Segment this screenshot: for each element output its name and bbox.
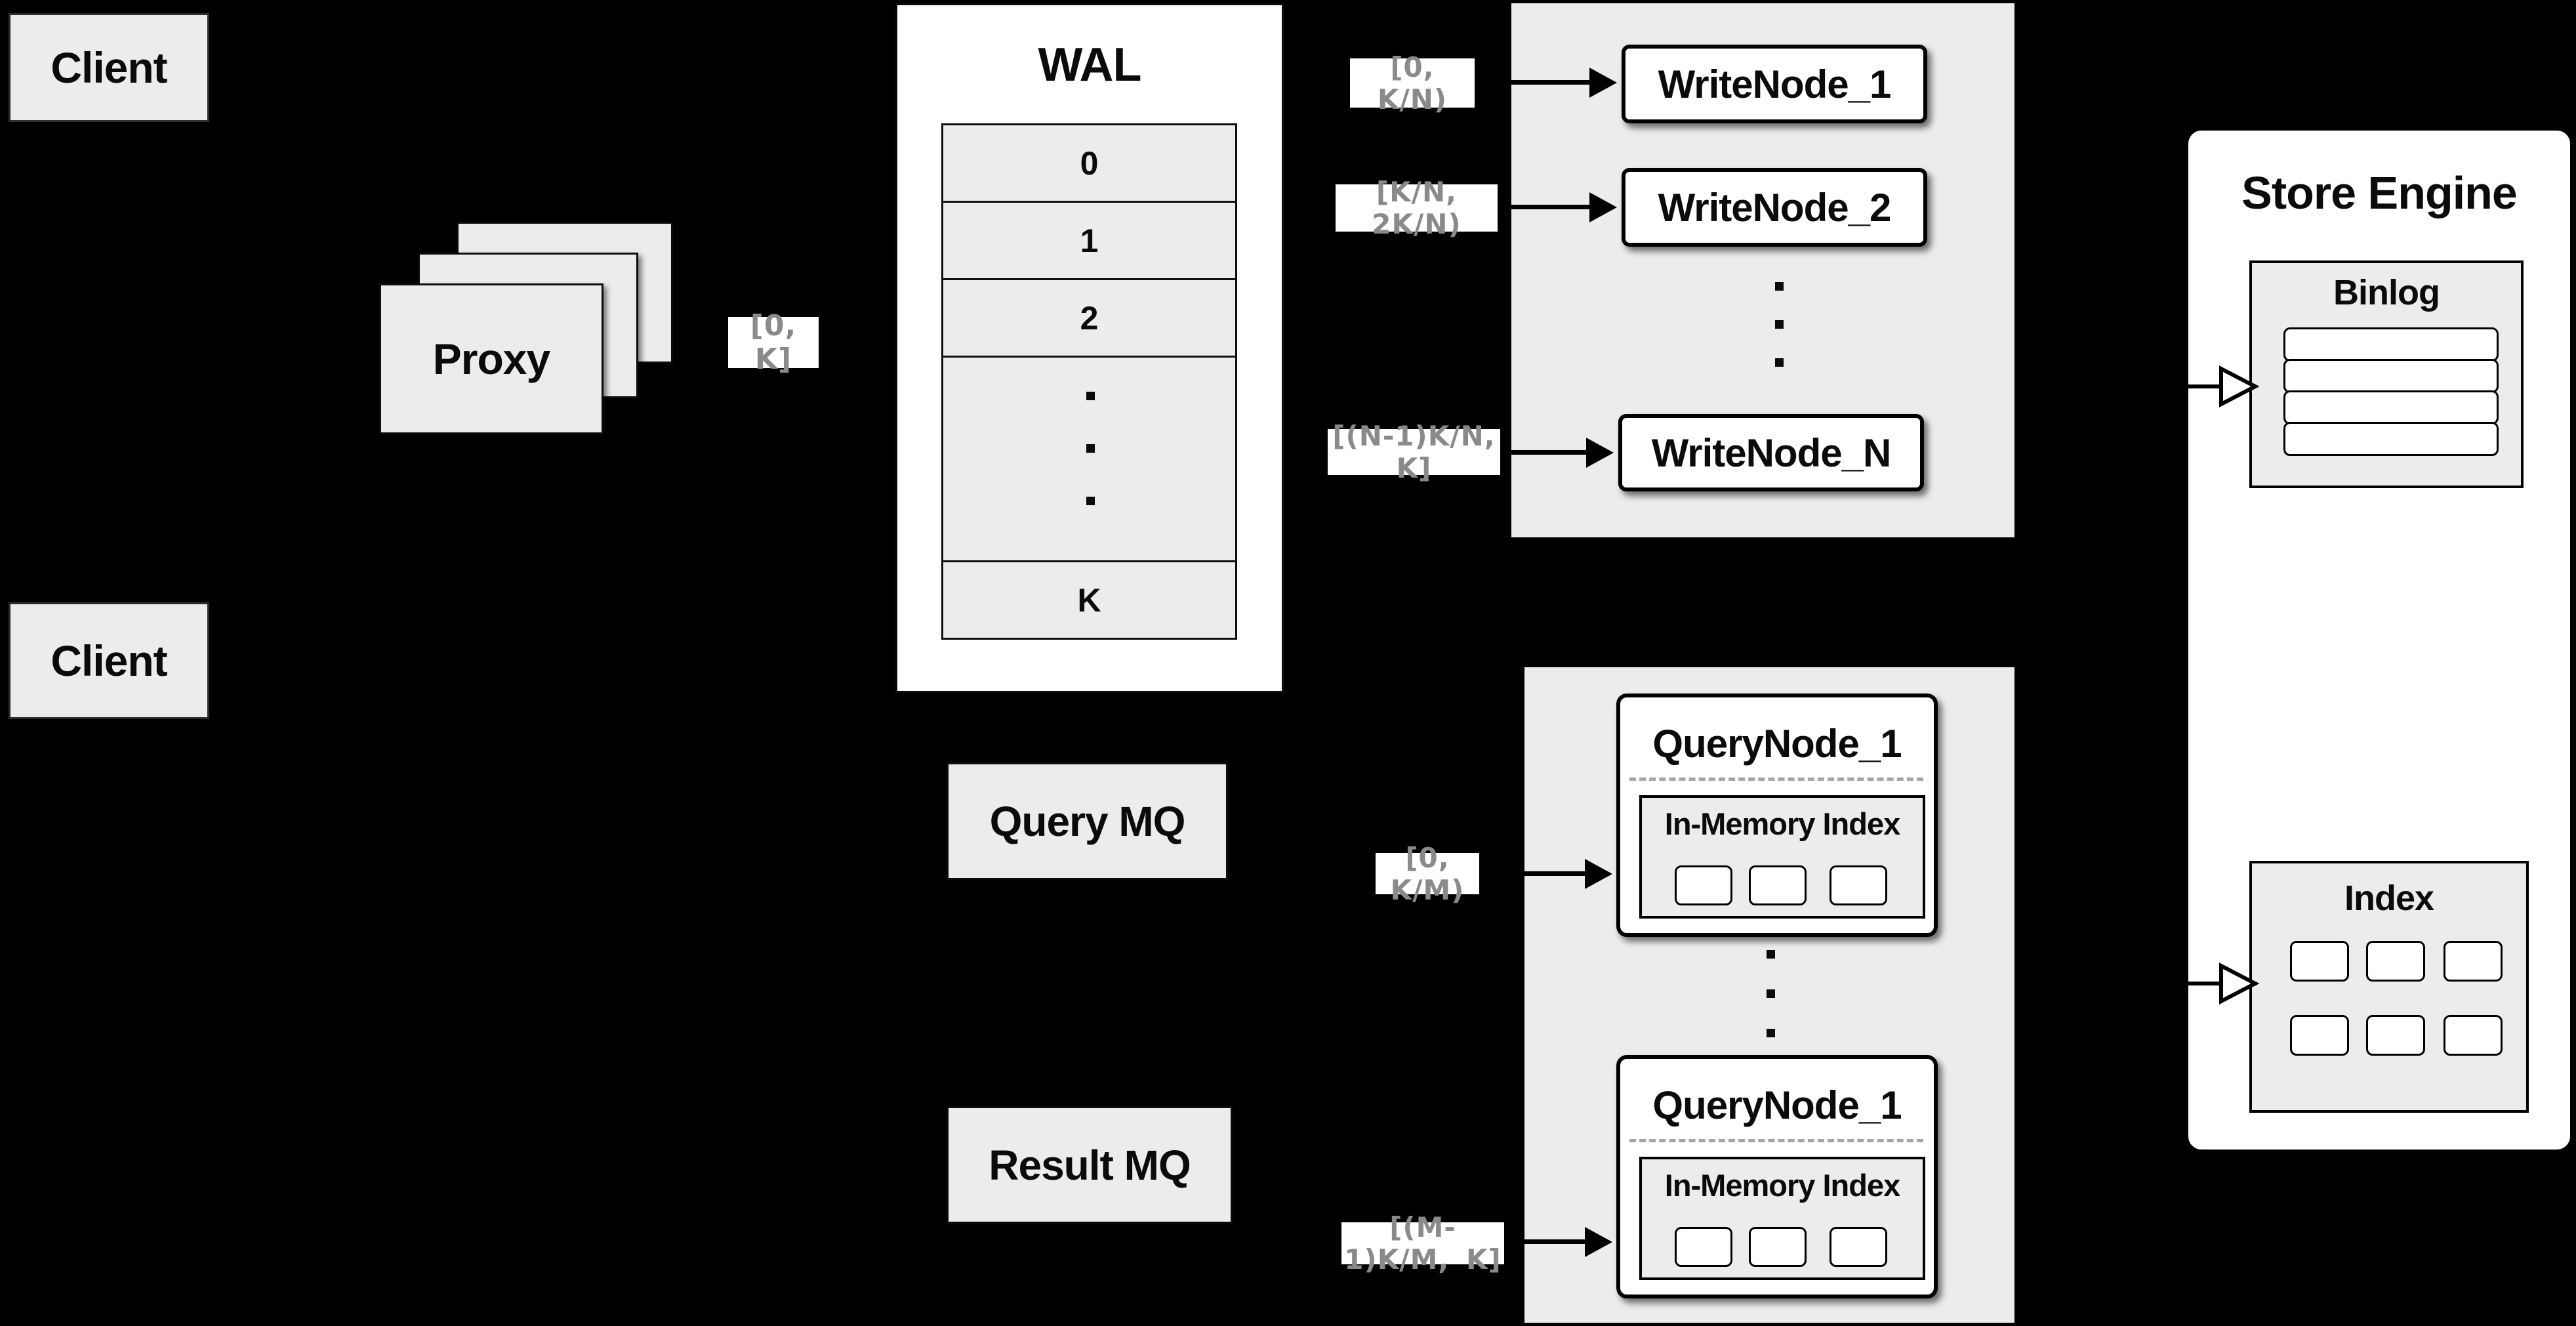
- index-cell: [2443, 941, 2503, 982]
- in-memory-index-title: In-Memory Index: [1664, 1168, 1900, 1203]
- query-mq-box: Query MQ: [947, 762, 1228, 880]
- wal-table: 0 1 2 K: [941, 123, 1237, 640]
- arrowhead-icon: [1589, 68, 1617, 98]
- binlog-row: [2283, 327, 2499, 362]
- writenode-1-box: WriteNode_1: [1622, 45, 1927, 123]
- arrowhead-icon: [1585, 859, 1612, 889]
- wal-title: WAL: [1038, 39, 1142, 91]
- range-label-write-2: [K/N, 2K/N): [1336, 176, 1498, 240]
- writenode-2-box: WriteNode_2: [1622, 168, 1927, 247]
- wal-row-1: 1: [941, 201, 1237, 280]
- open-arrow-binlog-icon: [2187, 365, 2260, 407]
- store-engine-title: Store Engine: [2241, 167, 2518, 218]
- memory-cell: [1675, 865, 1732, 905]
- writenode-2-label: WriteNode_2: [1658, 185, 1892, 230]
- memory-cell: [1830, 1227, 1887, 1267]
- store-engine-box: Store Engine Binlog Index: [2186, 128, 2573, 1152]
- index-cell: [2366, 941, 2425, 982]
- open-arrow-index-icon: [2187, 963, 2260, 1005]
- binlog-title: Binlog: [2333, 273, 2440, 312]
- client-top-label: Client: [51, 43, 167, 92]
- binlog-row: [2283, 359, 2499, 393]
- dashed-separator: [1629, 1139, 1923, 1142]
- memory-cell: [1675, 1227, 1732, 1267]
- arrow-shaft: [1501, 205, 1593, 209]
- index-cell: [2290, 1015, 2349, 1056]
- in-memory-index-box-bottom: In-Memory Index: [1639, 1157, 1925, 1280]
- query-mq-label: Query MQ: [989, 797, 1186, 845]
- in-memory-index-title: In-Memory Index: [1664, 806, 1900, 841]
- arrow-shaft: [1502, 450, 1589, 455]
- in-memory-index-box-top: In-Memory Index: [1639, 795, 1925, 919]
- proxy-card-front: Proxy: [379, 283, 603, 434]
- wal-row-0: 0: [941, 123, 1237, 203]
- arrow-shaft: [1479, 80, 1592, 85]
- binlog-row: [2283, 422, 2499, 456]
- memory-cell: [1830, 865, 1887, 905]
- querynode-top-box: QueryNode_1 In-Memory Index: [1616, 694, 1938, 937]
- range-label-write-1: [0, K/N): [1350, 51, 1475, 115]
- index-cell: [2290, 941, 2349, 982]
- arrowhead-icon: [1585, 1227, 1612, 1257]
- writenode-n-box: WriteNode_N: [1618, 414, 1924, 491]
- binlog-row: [2283, 390, 2499, 425]
- range-label-write-n: [(N-1)K/N, K]: [1328, 420, 1500, 484]
- range-label-query-1: [0, K/M): [1376, 842, 1479, 906]
- wal-box: WAL 0 1 2 K: [895, 3, 1284, 693]
- range-label-proxy-to-wal: [0, K]: [728, 309, 819, 376]
- arrowhead-icon: [1586, 438, 1614, 468]
- index-cell: [2366, 1015, 2425, 1056]
- arrowhead-icon: [1589, 192, 1617, 222]
- querynode-bottom-box: QueryNode_1 In-Memory Index: [1616, 1055, 1938, 1298]
- index-cell: [2443, 1015, 2503, 1056]
- arrow-shaft: [1506, 1239, 1587, 1244]
- wal-row-ellipsis: [941, 356, 1237, 562]
- querynode-bottom-title: QueryNode_1: [1652, 1083, 1902, 1127]
- writenode-n-label: WriteNode_N: [1651, 430, 1892, 475]
- client-box-top: Client: [9, 13, 209, 122]
- arrow-shaft: [1481, 871, 1587, 876]
- range-label-query-m: [(M-1)K/M, K]: [1341, 1211, 1504, 1275]
- dashed-separator: [1629, 777, 1923, 781]
- index-box: Index: [2249, 861, 2529, 1113]
- memory-cell: [1749, 865, 1807, 905]
- proxy-label: Proxy: [432, 335, 550, 383]
- memory-cell: [1749, 1227, 1807, 1267]
- result-mq-box: Result MQ: [947, 1106, 1233, 1224]
- index-title: Index: [2344, 879, 2434, 918]
- client-box-bottom: Client: [9, 602, 209, 719]
- client-bottom-label: Client: [51, 636, 167, 685]
- result-mq-label: Result MQ: [989, 1141, 1191, 1189]
- wal-row-k: K: [941, 560, 1237, 640]
- writenode-1-label: WriteNode_1: [1658, 62, 1892, 106]
- wal-row-2: 2: [941, 278, 1237, 358]
- binlog-box: Binlog: [2249, 260, 2524, 488]
- querynode-top-title: QueryNode_1: [1652, 722, 1902, 766]
